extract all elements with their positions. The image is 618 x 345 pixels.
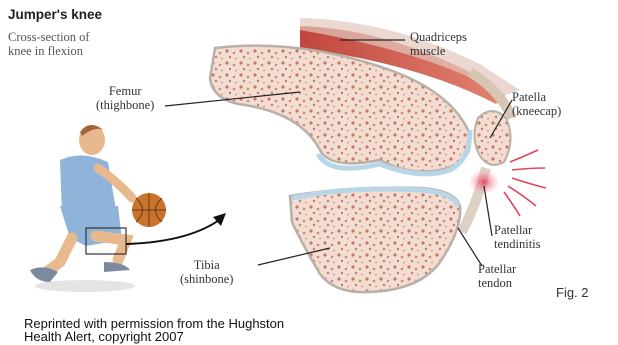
credit-text: Reprinted with permission from the Hughs…: [24, 317, 284, 343]
patellar-tendon-label: Patellar tendon: [478, 262, 516, 291]
tibia-label-line-1: Tibia: [180, 258, 233, 272]
tibia-label: Tibia (shinbone): [180, 258, 233, 287]
credit-line-2: Health Alert, copyright 2007: [24, 330, 284, 343]
tibia-label-line-2: (shinbone): [180, 272, 233, 286]
figure-number: Fig. 2: [556, 286, 589, 301]
femur-label-line-2: (thighbone): [96, 98, 154, 112]
quadriceps-label: Quadriceps muscle: [410, 30, 467, 59]
quadriceps-label-line-1: Quadriceps: [410, 30, 467, 44]
tendinitis-label: Patellar tendinitis: [494, 223, 541, 252]
patella-label-line-1: Patella: [512, 90, 561, 104]
patellar-tendon-label-line-1: Patellar: [478, 262, 516, 276]
femur-label-line-1: Femur: [96, 84, 154, 98]
basketball-player: [30, 125, 166, 282]
patella-bone: [474, 111, 510, 165]
quadriceps-label-line-2: muscle: [410, 44, 467, 58]
diagram-title: Jumper's knee: [8, 7, 102, 23]
subtitle-line-1: Cross-section of: [8, 30, 90, 44]
pain-rays: [504, 150, 546, 216]
patellar-tendon-label-line-2: tendon: [478, 276, 516, 290]
diagram-subtitle: Cross-section of knee in flexion: [8, 30, 90, 59]
tibia-bone: [290, 188, 460, 293]
patella-label: Patella (kneecap): [512, 90, 561, 119]
tendinitis-inflammation: [470, 170, 498, 194]
patella-label-line-2: (kneecap): [512, 104, 561, 118]
tendinitis-label-line-2: tendinitis: [494, 237, 541, 251]
tendinitis-label-line-1: Patellar: [494, 223, 541, 237]
femur-label: Femur (thighbone): [96, 84, 154, 113]
subtitle-line-2: knee in flexion: [8, 44, 90, 58]
